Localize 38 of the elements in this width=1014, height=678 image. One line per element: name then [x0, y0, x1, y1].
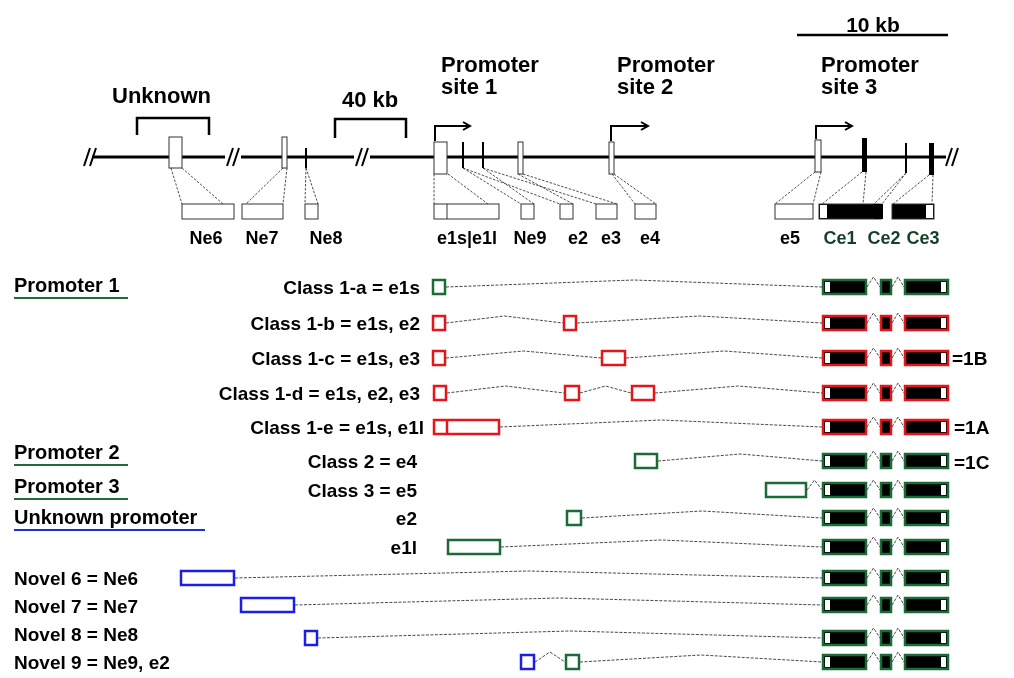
label-text: Novel 8 = Ne8: [14, 624, 139, 644]
group-heading: Promoter 2: [14, 442, 128, 466]
label-text: =1C: [954, 452, 990, 472]
label-text: e2: [395, 508, 417, 528]
label-text: Ce1: [823, 229, 857, 247]
label-text: e4: [640, 229, 660, 247]
label-text: 10 kb: [846, 13, 900, 35]
label-text: Class 2 = e4: [307, 451, 417, 471]
label-text: e2: [568, 229, 588, 247]
promoter-label: Promoter site 1: [441, 54, 540, 98]
label-text: Unknown: [112, 85, 211, 107]
label-text: Novel 6 = Ne6: [14, 568, 139, 588]
promoter-label: Promoter site 2: [617, 54, 716, 98]
label-text: e5: [780, 229, 800, 247]
label-text: e3: [601, 229, 621, 247]
label-text: Class 1-e = e1s, e1l: [250, 417, 424, 437]
promoter-label: Promoter site 3: [821, 54, 920, 98]
label-text: e1l: [390, 537, 417, 557]
label-text: Ce3: [906, 229, 940, 247]
label-text: Ne8: [309, 229, 343, 247]
label-text: Ne9: [513, 229, 547, 247]
label-text: Ne7: [245, 229, 279, 247]
label-text: =1B: [952, 348, 988, 368]
label-text: Ne6: [189, 229, 223, 247]
label-text: 40 kb: [342, 89, 399, 111]
label-text: Class 3 = e5: [307, 480, 417, 500]
label-text: e1s|e1l: [436, 229, 498, 247]
label-text: =1A: [954, 417, 990, 437]
label-text: Class 1-b = e1s, e2: [250, 313, 420, 333]
label-text: Novel 9 = Ne9, e2: [14, 652, 170, 672]
label-text: Novel 7 = Ne7: [14, 596, 139, 616]
group-heading: Promoter 3: [14, 476, 128, 500]
group-heading: Unknown promoter: [14, 507, 206, 531]
label-text: Class 1-c = e1s, e3: [251, 348, 420, 368]
group-heading: Promoter 1: [14, 275, 128, 299]
label-text: Class 1-a = e1s: [283, 277, 420, 297]
label-text: Ce2: [867, 229, 901, 247]
label-text: Class 1-d = e1s, e2, e3: [218, 383, 420, 403]
